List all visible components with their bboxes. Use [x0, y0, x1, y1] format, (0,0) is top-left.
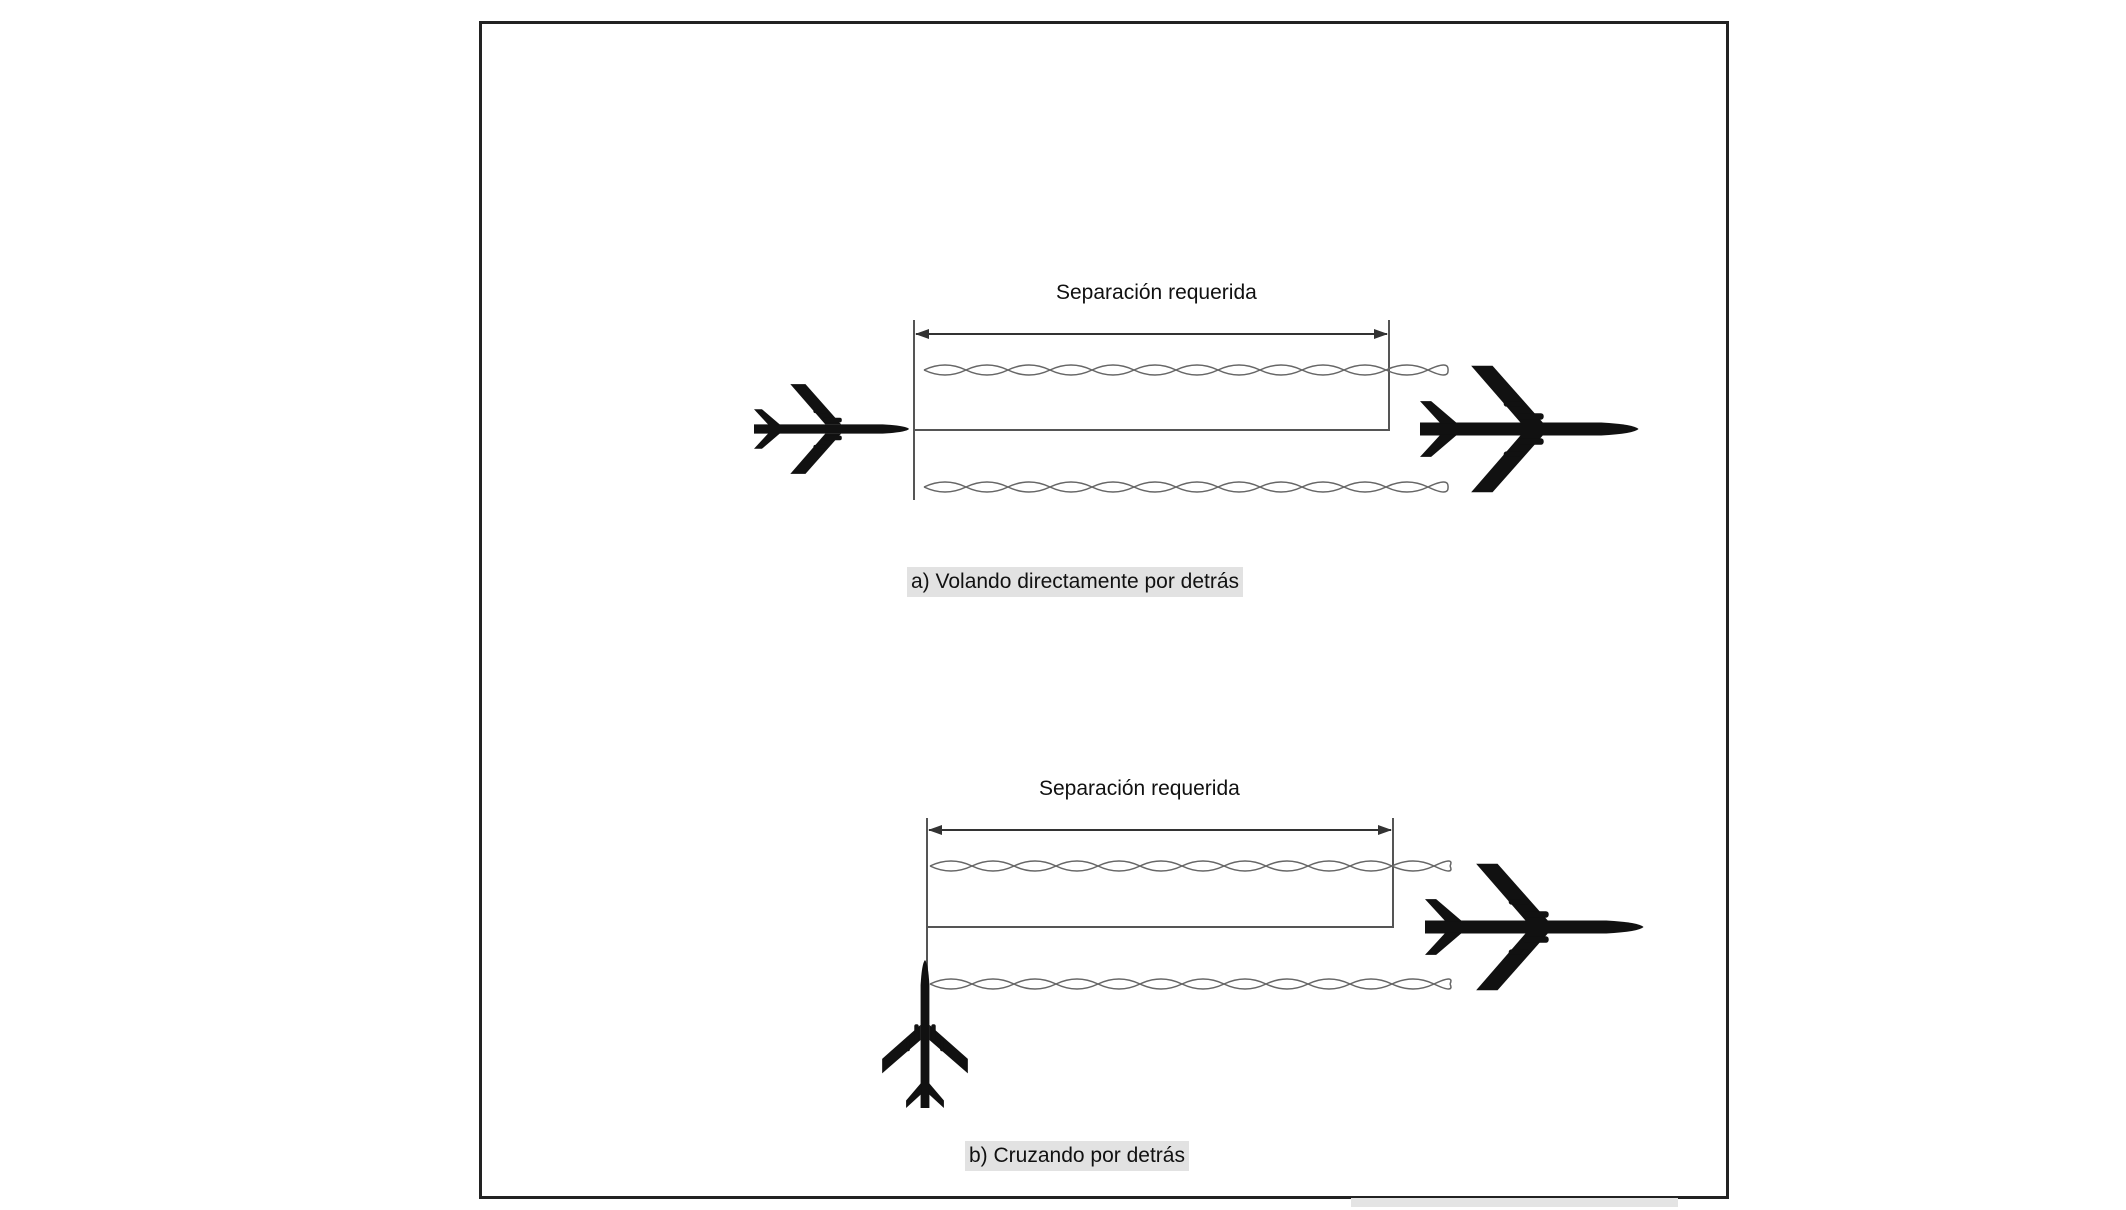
separation-label-a: Separación requerida — [1056, 281, 1257, 305]
panel-b — [882, 818, 1643, 1108]
separation-label-b: Separación requerida — [1039, 777, 1240, 801]
caption-a: a) Volando directamente por detrás — [907, 567, 1243, 597]
leading-aircraft-b — [1425, 864, 1644, 990]
panel-a — [754, 320, 1639, 500]
wake-vortex-top-b — [930, 861, 1451, 871]
caption-b: b) Cruzando por detrás — [965, 1141, 1189, 1171]
leading-aircraft-a — [1420, 366, 1639, 492]
wake-vortex-bottom-a — [924, 482, 1448, 492]
wake-vortex-bottom-b — [930, 979, 1451, 989]
scan-artifact — [1351, 1198, 1678, 1207]
following-aircraft-a — [754, 384, 909, 474]
crossing-aircraft-b — [882, 960, 968, 1108]
wake-vortex-top-a — [924, 365, 1448, 375]
